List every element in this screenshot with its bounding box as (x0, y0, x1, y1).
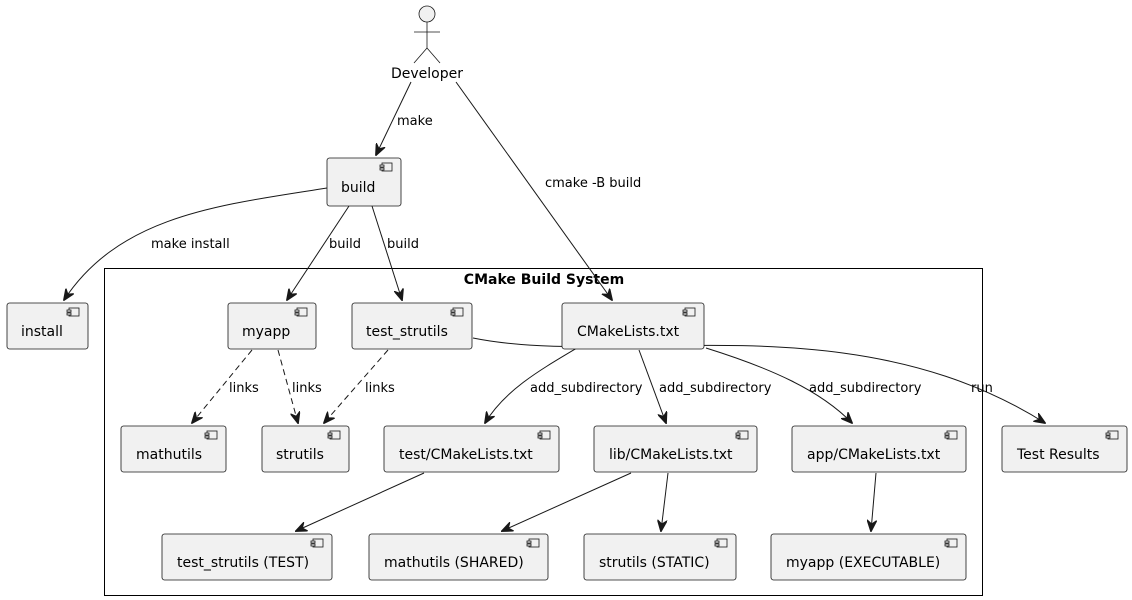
install-node[interactable]: install (6, 302, 89, 350)
strutils-static-node[interactable]: strutils (STATIC) (583, 533, 737, 581)
edge-build-test-strutils (371, 205, 402, 300)
edge-label-dev-build: make (397, 114, 433, 129)
test-cmakelists-label: test/CMakeLists.txt (399, 447, 533, 463)
mathutils-node[interactable]: mathutils (120, 425, 227, 473)
edge-build-install (64, 187, 328, 300)
strutils-label: strutils (276, 447, 324, 463)
edge-label-myapp-strutils: links (292, 381, 322, 396)
test-cmakelists-node[interactable]: test/CMakeLists.txt (383, 425, 560, 473)
edge-label-build-myapp: build (329, 237, 361, 252)
edge-label-cmake-test: add_subdirectory (530, 381, 643, 396)
strutils-static-label: strutils (STATIC) (599, 555, 710, 571)
myapp-label: myapp (242, 324, 290, 340)
myapp-executable-label: myapp (EXECUTABLE) (786, 555, 940, 571)
test-strutils-label: test_strutils (366, 324, 448, 340)
edge-myapp-strutils (277, 349, 298, 423)
edge-cmake-lib (638, 349, 666, 423)
test-strutils-test-node[interactable]: test_strutils (TEST) (161, 533, 333, 581)
edge-myapp-mathutils (192, 349, 253, 423)
developer-actor[interactable]: Developer (391, 5, 463, 82)
mathutils-label: mathutils (136, 447, 202, 463)
app-cmakelists-label: app/CMakeLists.txt (807, 447, 941, 463)
edge-cmake-app (705, 347, 852, 423)
edge-label-test-strutils-results: run (971, 381, 993, 396)
app-cmakelists-node[interactable]: app/CMakeLists.txt (791, 425, 967, 473)
cmakelists-label: CMakeLists.txt (577, 324, 680, 340)
edge-label-cmake-app: add_subdirectory (809, 381, 922, 396)
edge-label-build-install: make install (151, 237, 230, 252)
edge-label-myapp-mathutils: links (229, 381, 259, 396)
edge-label-cmake-lib: add_subdirectory (659, 381, 772, 396)
edge-label-dev-cmakelists: cmake -B build (545, 176, 641, 191)
install-label: install (21, 324, 63, 340)
edge-label-build-test-strutils: build (387, 237, 419, 252)
edge-dev-build (376, 81, 412, 155)
cmakelists-node[interactable]: CMakeLists.txt (561, 302, 705, 350)
test-results-node[interactable]: Test Results (1001, 425, 1128, 473)
myapp-node[interactable]: myapp (227, 302, 317, 350)
strutils-node[interactable]: strutils (261, 425, 350, 473)
nodes: build install myapp test_strutils (6, 157, 1128, 581)
test-strutils-node[interactable]: test_strutils (351, 302, 473, 350)
lib-cmakelists-node[interactable]: lib/CMakeLists.txt (593, 425, 758, 473)
mathutils-shared-label: mathutils (SHARED) (384, 555, 524, 571)
build-node[interactable]: build (326, 157, 402, 207)
lib-cmakelists-label: lib/CMakeLists.txt (609, 447, 733, 463)
edge-cmake-test (485, 347, 578, 423)
group-title: CMake Build System (464, 272, 624, 288)
edge-lib-strutils (661, 472, 669, 531)
edge-label-test-strutils-strutils: links (365, 381, 395, 396)
edge-test-strutils-results (472, 337, 1045, 423)
edge-test-strutils-strutils (324, 349, 389, 423)
edges: make cmake -B build make install build b… (64, 81, 1045, 531)
test-strutils-test-label: test_strutils (TEST) (177, 555, 309, 571)
test-results-label: Test Results (1016, 447, 1100, 463)
edge-app-myapp (871, 472, 876, 531)
cmake-build-system-group: CMake Build System (104, 268, 983, 596)
edge-build-myapp (287, 205, 350, 300)
myapp-executable-node[interactable]: myapp (EXECUTABLE) (770, 533, 967, 581)
actor-icon (413, 5, 441, 64)
edge-dev-cmakelists (455, 81, 612, 300)
edge-test-cmake-target (296, 472, 425, 531)
edge-lib-mathutils (502, 472, 632, 531)
mathutils-shared-node[interactable]: mathutils (SHARED) (368, 533, 549, 581)
actor-label: Developer (391, 66, 463, 82)
build-label: build (341, 180, 375, 196)
